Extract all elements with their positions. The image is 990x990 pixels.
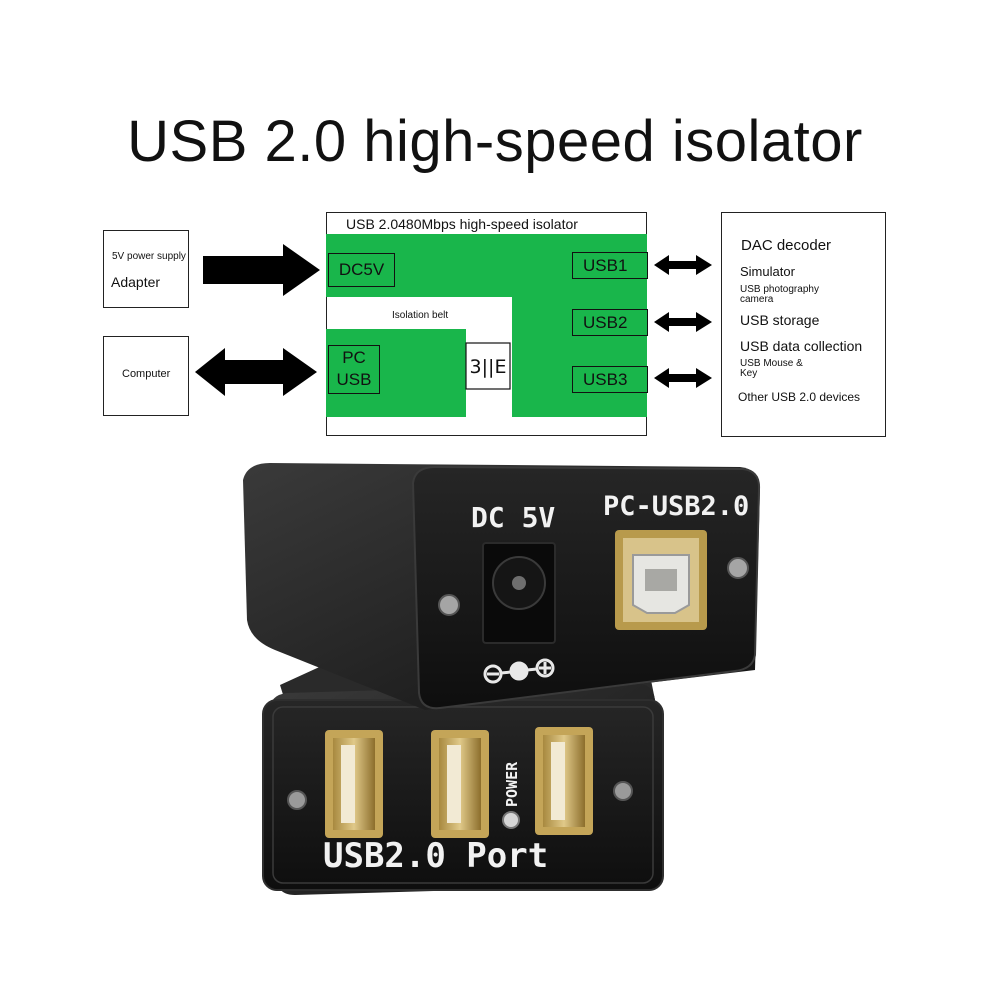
polarity-icon (483, 658, 555, 684)
dc-text: DC 5V (471, 501, 555, 534)
power-arrow (203, 244, 320, 296)
page-title: USB 2.0 high-speed isolator (127, 109, 863, 174)
screw (287, 790, 307, 810)
board-green-areas: 3||E (326, 234, 647, 417)
device-list-box: DAC decoder Simulator USB photography ca… (721, 212, 886, 437)
device-item: USB data collection (740, 338, 863, 354)
device-item: USB Mouse & Key (740, 358, 803, 379)
device-item: DAC decoder (741, 237, 832, 254)
usb1-port-label: USB1 (572, 252, 648, 279)
upper-unit: DC 5V PC-USB2.0 (243, 463, 761, 710)
usb3-double-arrow (654, 368, 712, 388)
adapter-label: Adapter (111, 274, 161, 290)
device-item: USB storage (740, 312, 820, 328)
screw (727, 557, 749, 579)
front-port-text: USB2.0 Port (323, 836, 548, 876)
computer-label: Computer (122, 368, 171, 380)
power-supply-box: 5V power supply Adapter (103, 230, 189, 308)
board-title: USB 2.0480Mbps high-speed isolator (346, 216, 578, 232)
dc-jack (482, 542, 556, 644)
usb-a-port-2 (431, 730, 489, 838)
usb-a-port-3 (535, 727, 593, 835)
usb-b-port (615, 530, 707, 630)
left-arrows (195, 244, 320, 396)
screw (438, 594, 460, 616)
power-led (502, 811, 520, 829)
usb2-double-arrow (654, 312, 712, 332)
pc-usb-text: PC-USB2.0 (603, 491, 749, 522)
pc-usb-double-arrow (195, 348, 317, 396)
usb3-port-label: USB3 (572, 366, 648, 393)
product-photo: POWER USB2.0 Port DC 5V PC-USB2.0 (243, 463, 761, 895)
usb2-port-label: USB2 (572, 309, 648, 336)
device-item: Simulator (740, 264, 795, 279)
screw (613, 781, 633, 801)
svg-text:3||E: 3||E (470, 356, 507, 378)
device-item: Other USB 2.0 devices (738, 390, 861, 404)
right-arrows (654, 255, 712, 388)
usb1-double-arrow (654, 255, 712, 275)
device-item: USB photography camera (740, 284, 819, 305)
isolation-belt-label: Isolation belt (392, 310, 449, 321)
dc5v-port-label: DC5V (328, 253, 395, 287)
usb-a-port-1 (325, 730, 383, 838)
computer-box: Computer (103, 336, 189, 416)
power-supply-label: 5V power supply (112, 251, 186, 262)
power-text: POWER (503, 761, 521, 807)
